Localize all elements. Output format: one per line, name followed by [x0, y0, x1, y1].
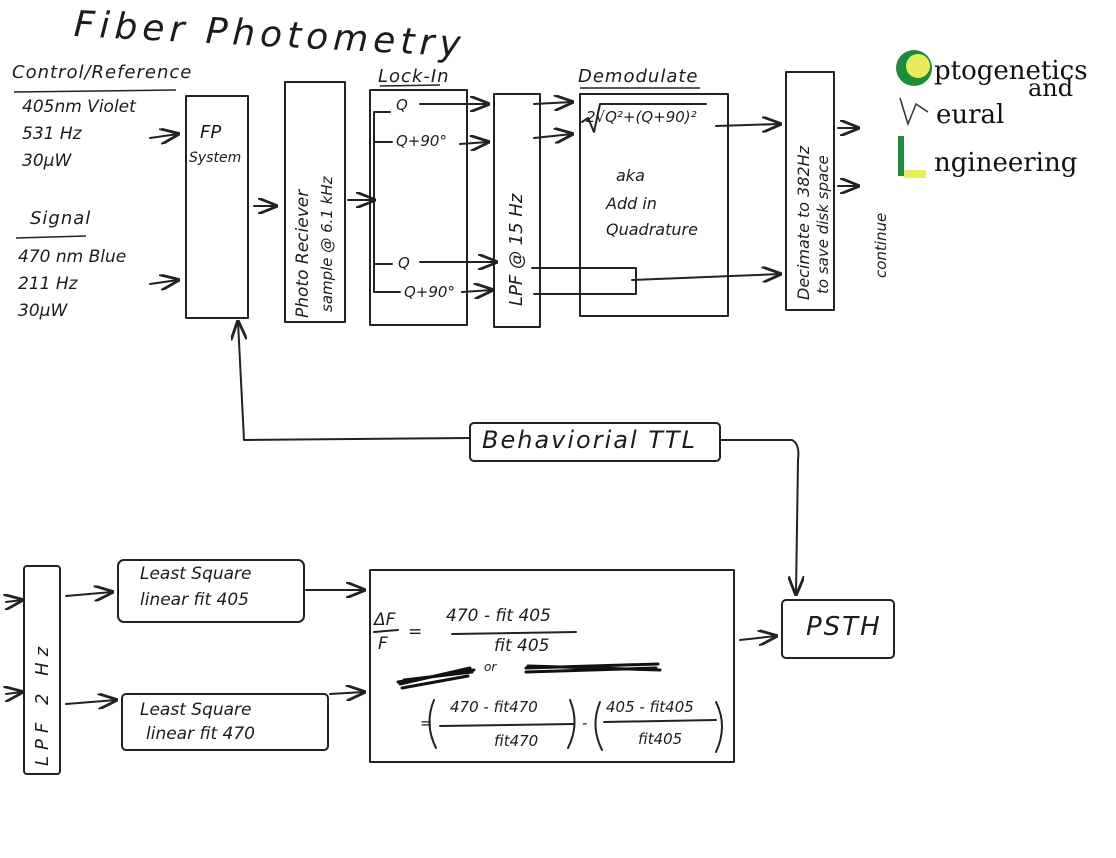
demod-aka: aka	[616, 166, 645, 185]
logo-neural: eural	[936, 100, 1005, 130]
signal-line-1: 470 nm Blue	[18, 247, 127, 267]
dff-or: or	[484, 660, 497, 674]
fp-system-line-1: FP	[200, 122, 222, 143]
demod-heading: Demodulate	[578, 66, 699, 87]
dff-den-2: fit470	[494, 732, 539, 750]
lpf-top-box	[493, 93, 541, 328]
demod-formula: 2√Q²+(Q+90)²	[586, 108, 697, 126]
continue-label: continue	[872, 212, 890, 278]
lpf-bottom-label: LPF 2 Hz	[32, 640, 53, 766]
dff-lhs-num: ΔF	[374, 610, 396, 630]
lsq-bottom-box	[121, 693, 329, 751]
logo-graphic	[896, 50, 932, 178]
demodulate-box	[579, 93, 729, 317]
lockin-q1: Q	[396, 96, 408, 114]
control-details: 405nm Violet 531 Hz 30μW	[22, 94, 136, 175]
lockin-q2b: Q+90°	[404, 283, 455, 301]
lsq-top-line-2: linear fit 405	[140, 590, 249, 610]
control-line-3: 30μW	[22, 151, 72, 171]
logo-engineering: ngineering	[934, 148, 1078, 178]
behavioral-ttl-box	[469, 422, 721, 462]
scribble-left	[396, 666, 476, 690]
dff-lhs-den: F	[378, 634, 388, 654]
dff-equals: =	[408, 622, 423, 642]
dff-box	[369, 569, 735, 763]
dff-num-3: 405 - fit405	[606, 698, 694, 716]
dff-num-1: 470 - fit 405	[446, 606, 551, 626]
decimate-line-1: Decimate to 382Hz	[794, 145, 813, 300]
psth-label: PSTH	[806, 612, 882, 642]
lsq-bottom-line-1: Least Square	[140, 700, 252, 720]
fp-system-box	[185, 95, 249, 319]
psth-box	[781, 599, 895, 659]
decimate-box	[785, 71, 835, 311]
signal-heading: Signal	[30, 208, 92, 229]
lpf-top-label: LPF @ 15 Hz	[506, 193, 527, 306]
demod-quadrature: Quadrature	[606, 220, 698, 239]
signal-arrow	[149, 280, 178, 284]
photo-receiver-line-2: sample @ 6.1 kHz	[318, 176, 336, 312]
signal-line-3: 30μW	[18, 301, 68, 321]
control-line-1: 405nm Violet	[22, 97, 136, 117]
logo-optogenetics: ptogenetics	[934, 56, 1088, 86]
lpf-bottom-box	[23, 565, 61, 775]
lockin-heading: Lock-In	[378, 66, 450, 87]
lsq-top-box	[117, 559, 305, 623]
demod-add-in: Add in	[606, 194, 657, 213]
lockin-q1b: Q+90°	[396, 132, 447, 150]
dff-num-2: 470 - fit470	[450, 698, 538, 716]
dff-equals-2: =	[420, 714, 433, 732]
fp-system-line-2: System	[189, 150, 242, 166]
dff-den-3: fit405	[638, 730, 683, 748]
dff-minus: -	[582, 714, 588, 732]
signal-line-2: 211 Hz	[18, 274, 78, 294]
behavioral-ttl-label: Behaviorial TTL	[482, 426, 697, 454]
dff-den-1: fit 405	[494, 636, 550, 656]
logo-and: and	[1028, 74, 1074, 102]
control-line-2: 531 Hz	[22, 124, 82, 144]
scribble-right	[524, 662, 662, 674]
signal-details: 470 nm Blue 211 Hz 30μW	[18, 244, 126, 325]
lsq-bottom-line-2: linear fit 470	[146, 724, 255, 744]
lockin-q2: Q	[398, 254, 410, 272]
photo-receiver-line-1: Photo Reciever	[293, 189, 313, 318]
photo-receiver-box	[284, 81, 346, 323]
control-heading: Control/Reference	[12, 62, 193, 83]
decimate-line-2: to save disk space	[814, 155, 832, 294]
lsq-top-line-1: Least Square	[140, 564, 252, 584]
control-arrow	[149, 134, 178, 138]
